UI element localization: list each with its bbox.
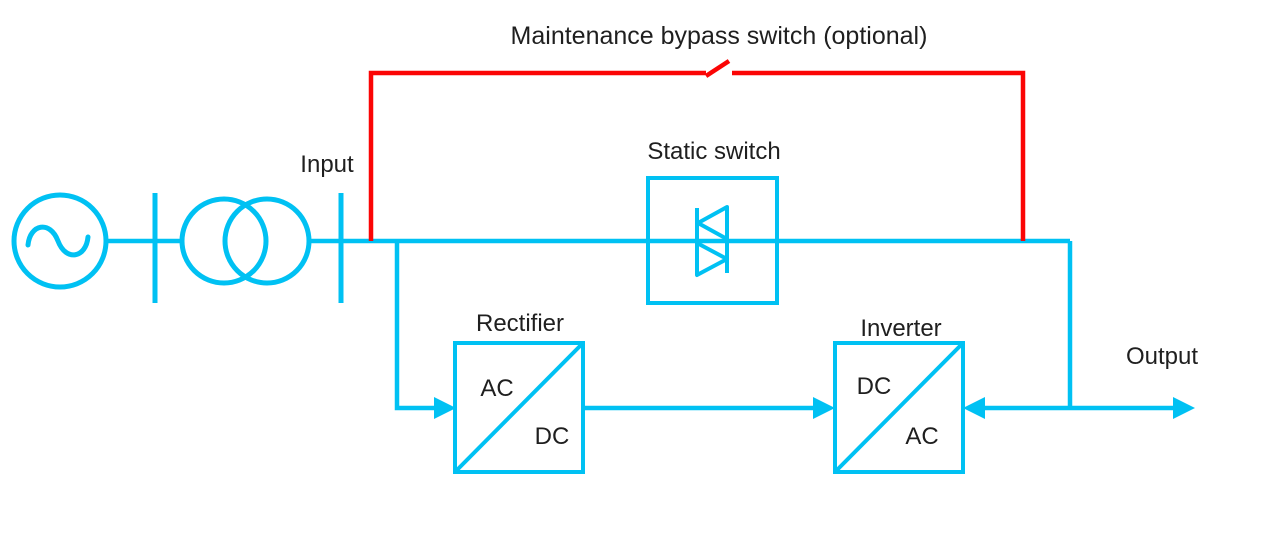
arrowhead-output-icon — [1173, 397, 1195, 419]
arrowhead-left-inverter-icon — [963, 397, 985, 419]
sine-wave-icon — [25, 224, 91, 258]
inverter-box — [833, 341, 965, 474]
bypass-line-right — [732, 70, 1026, 241]
arrowhead-into-rectifier-icon — [434, 397, 456, 419]
triac-icon — [695, 205, 729, 277]
inverter-label: Inverter — [860, 315, 941, 342]
open-switch-icon — [704, 59, 731, 78]
output-label: Output — [1126, 343, 1198, 370]
circuit-lines — [11, 176, 1173, 474]
inverter-ac-label: AC — [905, 423, 938, 450]
static-switch-label: Static switch — [647, 138, 780, 165]
transformer-icon — [179, 196, 312, 286]
rectifier-box — [453, 341, 585, 474]
wire-bus-rectifier — [394, 241, 434, 411]
bypass-path — [368, 59, 1026, 241]
flow-arrowheads — [434, 397, 1195, 419]
arrowhead-into-inverter-icon — [813, 397, 835, 419]
static-switch-box — [646, 176, 779, 305]
bypass-line-left — [368, 70, 706, 241]
rectifier-label: Rectifier — [476, 310, 564, 337]
rectifier-ac-label: AC — [480, 375, 513, 402]
input-label: Input — [300, 151, 354, 178]
rectifier-dc-label: DC — [535, 423, 570, 450]
diagram-title: Maintenance bypass switch (optional) — [511, 22, 928, 50]
ac-source-icon — [11, 192, 109, 290]
diagonal-divider — [453, 341, 585, 474]
inverter-dc-label: DC — [857, 373, 892, 400]
diagonal-divider — [833, 341, 965, 474]
